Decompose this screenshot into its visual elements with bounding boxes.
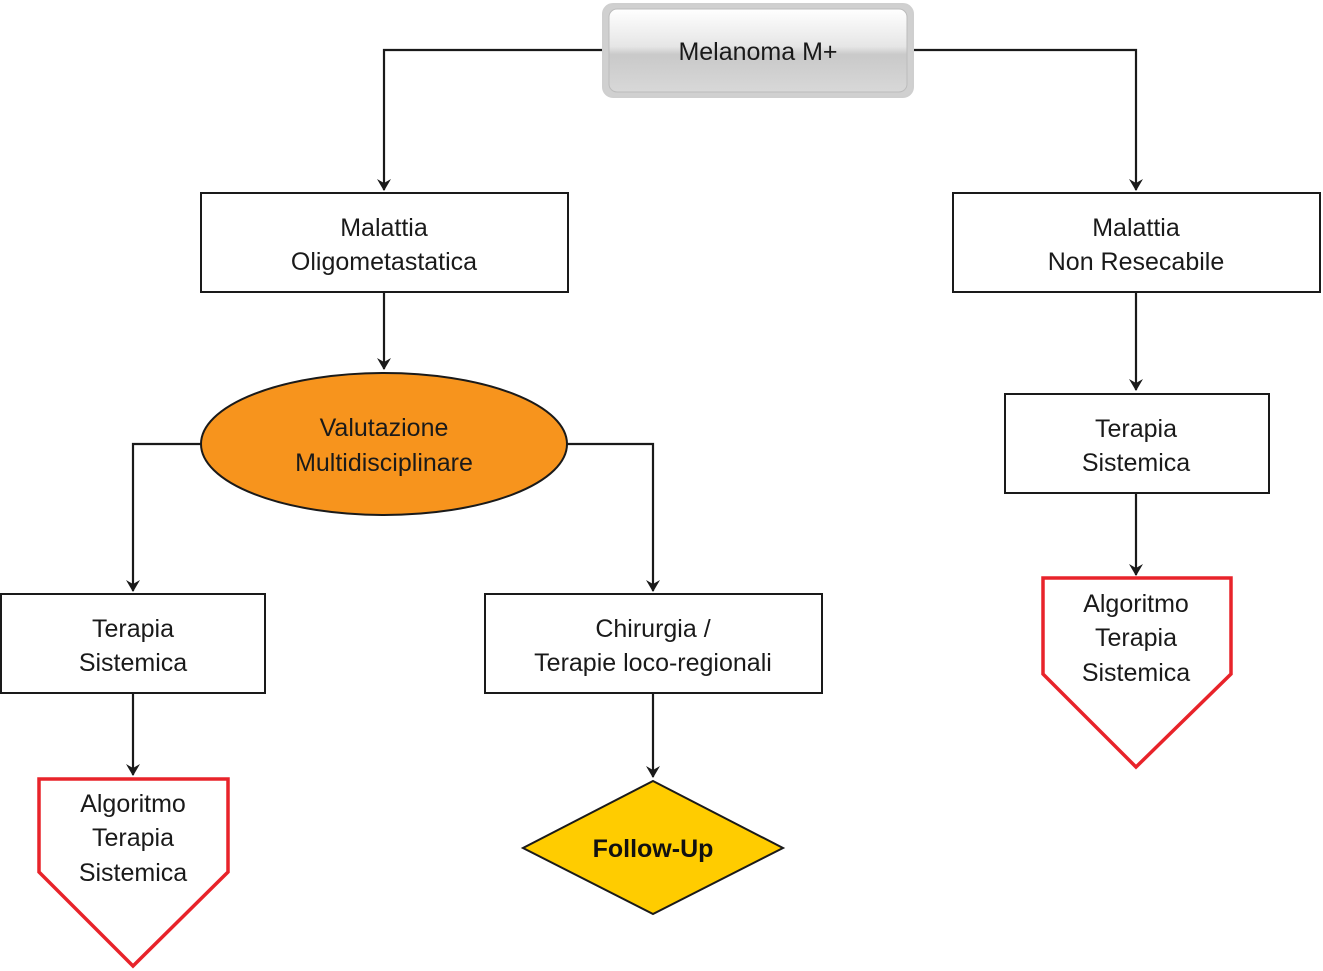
node-algo-right-line3: Sistemica bbox=[1082, 659, 1190, 687]
node-algo-right-line1: Algoritmo bbox=[1083, 590, 1189, 618]
node-algo-left-line3: Sistemica bbox=[79, 859, 187, 887]
edge-root-to-oligo bbox=[377, 48, 603, 191]
node-terapia-sistemica-left: Terapia Sistemica bbox=[0, 593, 266, 694]
node-chirurgia-line1: Chirurgia / bbox=[595, 615, 710, 643]
node-melanoma-label: Melanoma M+ bbox=[678, 38, 837, 66]
node-oligo-line2: Oligometastatica bbox=[291, 248, 477, 276]
node-valutazione-multidisciplinare: Valutazione Multidisciplinare bbox=[200, 372, 568, 516]
node-malattia-oligometastatica: Malattia Oligometastatica bbox=[200, 192, 569, 293]
edge-valutazione-to-chirurgia bbox=[566, 442, 660, 592]
node-algoritmo-left: Algoritmo Terapia Sistemica bbox=[37, 777, 230, 969]
node-malattia-non-resecabile: Malattia Non Resecabile bbox=[952, 192, 1321, 293]
node-terapia-right-line1: Terapia bbox=[1095, 415, 1177, 443]
node-melanoma: Melanoma M+ bbox=[602, 3, 914, 98]
node-terapia-left-line2: Sistemica bbox=[79, 649, 187, 677]
node-followup-label: Follow-Up bbox=[593, 835, 714, 863]
node-nonres-line2: Non Resecabile bbox=[1048, 248, 1225, 276]
node-valutazione-line1: Valutazione bbox=[320, 414, 449, 442]
node-follow-up: Follow-Up bbox=[520, 779, 786, 916]
node-algo-left-line2: Terapia bbox=[92, 824, 174, 852]
edge-valutazione-to-terapia-left bbox=[126, 442, 202, 592]
node-terapia-right-line2: Sistemica bbox=[1082, 449, 1190, 477]
edge-root-to-nonres bbox=[913, 48, 1143, 191]
node-valutazione-line2: Multidisciplinare bbox=[295, 449, 473, 477]
node-algo-left-line1: Algoritmo bbox=[80, 790, 186, 818]
node-terapia-left-line1: Terapia bbox=[92, 615, 174, 643]
node-nonres-line1: Malattia bbox=[1092, 214, 1180, 242]
node-terapia-sistemica-right: Terapia Sistemica bbox=[1004, 393, 1270, 494]
node-oligo-line1: Malattia bbox=[340, 214, 428, 242]
node-algo-right-line2: Terapia bbox=[1095, 624, 1177, 652]
connectors bbox=[126, 48, 1143, 778]
node-algoritmo-right: Algoritmo Terapia Sistemica bbox=[1041, 576, 1233, 770]
node-chirurgia: Chirurgia / Terapie loco-regionali bbox=[484, 593, 823, 694]
node-chirurgia-line2: Terapie loco-regionali bbox=[534, 649, 772, 677]
